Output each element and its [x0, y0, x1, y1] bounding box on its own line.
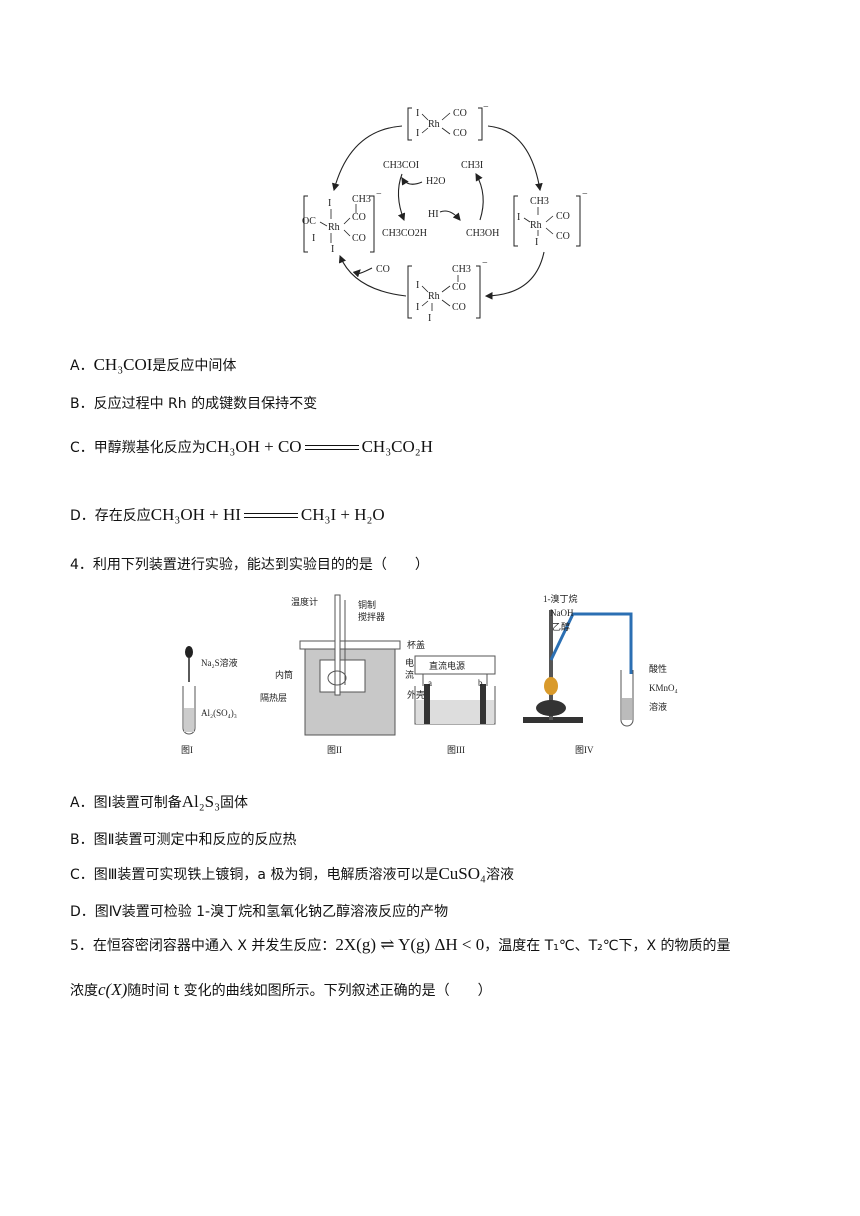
svg-text:HI: HI — [428, 209, 439, 220]
svg-text:1-溴丁烷: 1-溴丁烷 — [543, 593, 578, 604]
svg-text:CH3OH: CH3OH — [466, 228, 499, 239]
svg-text:图II: 图II — [327, 745, 342, 755]
svg-text:I: I — [312, 233, 315, 244]
q4-option-c: C．图Ⅲ装置可实现铁上镀铜，a 极为铜，电解质溶液可以是CuSO₄溶液 — [70, 864, 514, 883]
svg-text:图IV: 图IV — [575, 745, 594, 755]
catalyst-right: CH3 I I Rh CO CO − — [513, 189, 588, 248]
svg-text:流: 流 — [405, 669, 414, 680]
svg-text:CH3I: CH3I — [461, 160, 483, 171]
svg-text:CO: CO — [453, 128, 467, 139]
equals-sign — [243, 511, 298, 521]
svg-text:I: I — [416, 108, 419, 119]
svg-text:−: − — [376, 189, 382, 200]
svg-text:酸性: 酸性 — [649, 663, 667, 674]
svg-text:CO: CO — [352, 212, 366, 223]
svg-text:CH3: CH3 — [352, 194, 371, 205]
rh-catalytic-cycle-diagram: I I Rh CO CO − CH3 I I Rh CO CO − I I I … — [302, 102, 588, 324]
inner-species: CH3COI CH3I H2O HI CH3CO2H CH3OH — [382, 160, 499, 239]
q4-apparatus-figures: Na₂S溶液 Al₂(SO₄)₃ 图I 温度计 铜制 搅拌器 杯盖 内筒 外壳 … — [181, 593, 678, 755]
svg-text:I: I — [331, 244, 334, 255]
svg-text:Rh: Rh — [428, 291, 440, 302]
q4-stem: 4．利用下列装置进行实验，能达到实验目的的是（ ） — [70, 557, 429, 573]
svg-text:OC: OC — [302, 216, 316, 227]
svg-text:−: − — [483, 102, 489, 113]
svg-text:Rh: Rh — [428, 119, 440, 130]
catalyst-left: OC I I I Rh CH3 CO CO − — [302, 189, 382, 255]
svg-text:KMnO₄: KMnO₄ — [649, 683, 678, 693]
q3-option-b: B．反应过程中 Rh 的成键数目保持不变 — [70, 396, 318, 412]
catalyst-bottom: I I I Rh CH3 CO CO − — [407, 258, 488, 324]
svg-text:CO: CO — [453, 108, 467, 119]
svg-text:b: b — [478, 678, 483, 688]
q4-option-a: A．图Ⅰ装置可制备Al₂S₃固体 — [70, 792, 249, 811]
svg-text:内筒: 内筒 — [275, 669, 293, 680]
svg-text:CO: CO — [352, 233, 366, 244]
q5-stem-line2: 浓度c(X)随时间 t 变化的曲线如图所示。下列叙述正确的是（ ） — [70, 980, 492, 999]
svg-text:−: − — [482, 258, 488, 269]
svg-text:−: − — [582, 189, 588, 200]
svg-text:外壳: 外壳 — [407, 689, 425, 700]
q5-stem-line1: 5．在恒容密闭容器中通入 X 并发生反应：2X(g) ⇌ Y(g) ΔH < 0… — [70, 935, 731, 954]
svg-text:NaOH: NaOH — [550, 608, 574, 618]
fig2-calorimeter: 温度计 铜制 搅拌器 杯盖 内筒 外壳 隔热层 图II — [260, 594, 425, 755]
svg-text:CO: CO — [452, 282, 466, 293]
co-label: CO — [376, 264, 390, 275]
q4-option-b: B．图Ⅱ装置可测定中和反应的反应热 — [70, 832, 297, 848]
svg-text:CH3CO2H: CH3CO2H — [382, 228, 427, 239]
svg-text:图I: 图I — [181, 745, 193, 755]
fig3-electrolysis: 直流电源 电 流 a b 图III — [405, 655, 496, 755]
q4-option-d: D．图Ⅳ装置可检验 1-溴丁烷和氢氧化钠乙醇溶液反应的产物 — [70, 904, 449, 920]
q3-option-a: A．CH₃COI是反应中间体 — [70, 355, 237, 374]
svg-text:Rh: Rh — [328, 222, 340, 233]
svg-text:I: I — [416, 280, 419, 291]
svg-text:CO: CO — [452, 302, 466, 313]
svg-text:a: a — [428, 678, 432, 688]
svg-text:乙醇: 乙醇 — [552, 621, 570, 632]
svg-text:CH3: CH3 — [530, 196, 549, 207]
svg-text:Al₂(SO₄)₃: Al₂(SO₄)₃ — [201, 708, 237, 718]
svg-text:直流电源: 直流电源 — [429, 660, 465, 671]
svg-text:I: I — [535, 237, 538, 248]
svg-text:电: 电 — [405, 657, 414, 668]
svg-text:CO: CO — [556, 231, 570, 242]
svg-text:杯盖: 杯盖 — [407, 639, 425, 650]
svg-text:温度计: 温度计 — [291, 596, 318, 607]
fig1-test-tube: Na₂S溶液 Al₂(SO₄)₃ 图I — [181, 646, 238, 755]
svg-text:CH3: CH3 — [452, 264, 471, 275]
catalyst-top: I I Rh CO CO − — [407, 102, 489, 141]
svg-text:I: I — [517, 212, 520, 223]
svg-text:Na₂S溶液: Na₂S溶液 — [201, 657, 238, 668]
svg-text:搅拌器: 搅拌器 — [358, 611, 385, 622]
svg-text:I: I — [328, 198, 331, 209]
svg-text:CH3COI: CH3COI — [383, 160, 419, 171]
svg-text:I: I — [416, 128, 419, 139]
svg-text:铜制: 铜制 — [358, 599, 376, 610]
svg-text:I: I — [428, 313, 431, 324]
svg-text:Rh: Rh — [530, 220, 542, 231]
svg-text:H2O: H2O — [426, 176, 445, 187]
equals-sign — [304, 443, 359, 453]
svg-text:隔热层: 隔热层 — [260, 692, 287, 703]
svg-text:CO: CO — [556, 211, 570, 222]
fig4-distillation: 1-溴丁烷 NaOH 乙醇 酸性 KMnO₄ 溶液 图IV — [523, 593, 678, 755]
svg-text:溶液: 溶液 — [649, 701, 667, 712]
svg-text:I: I — [416, 302, 419, 313]
svg-text:图III: 图III — [447, 745, 465, 755]
